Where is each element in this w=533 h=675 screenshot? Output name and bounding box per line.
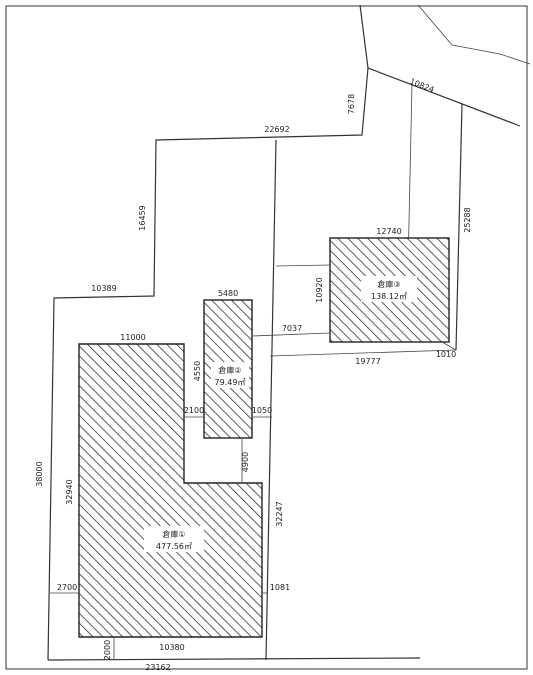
- warehouse-3-area: 138.12㎡: [371, 292, 407, 301]
- dim-10389: 10389: [91, 284, 116, 293]
- dim-7037: 7037: [282, 324, 302, 333]
- dim-12740: 12740: [376, 227, 401, 236]
- dim-2100: 2100: [184, 406, 204, 415]
- dim-2000: 2000: [103, 640, 112, 660]
- bottom-boundary: [47, 657, 421, 661]
- warehouse-3-name: 倉庫③: [377, 279, 400, 289]
- lot-line-right: [455, 103, 463, 351]
- dim-1010: 1010: [436, 350, 456, 359]
- lot-line-center: [265, 139, 277, 661]
- lot-line-upper: [275, 264, 331, 267]
- warehouse-2-name: 倉庫②: [218, 365, 241, 375]
- dim-10920: 10920: [315, 277, 324, 302]
- road-edge-top: [359, 4, 369, 69]
- warehouse-1-name: 倉庫①: [162, 529, 185, 539]
- dim-7678: 7678: [347, 94, 356, 114]
- dim-25288: 25288: [463, 207, 472, 232]
- dim-10824: 10824: [408, 77, 435, 95]
- dim-16459: 16459: [138, 205, 147, 230]
- warehouse-1-area: 477.56㎡: [156, 542, 192, 551]
- dim-5480: 5480: [218, 289, 238, 298]
- dim-32940: 32940: [65, 479, 74, 504]
- dim-1050: 1050: [252, 406, 272, 415]
- warehouse-2-label-box: [211, 362, 249, 388]
- dim-line-7037: [251, 332, 331, 337]
- drawing-frame: [5, 5, 528, 670]
- warehouse-3-label-box: [361, 276, 417, 302]
- lot-line-mid: [269, 349, 457, 357]
- dim-22692: 22692: [264, 125, 289, 134]
- dim-4550: 4550: [193, 361, 202, 381]
- dim-2700: 2700: [57, 583, 77, 592]
- warehouse-2-area: 79.49㎡: [215, 378, 246, 387]
- dim-38000: 38000: [35, 461, 44, 486]
- dim-10380: 10380: [159, 643, 184, 652]
- dim-line-1010: [441, 341, 457, 351]
- warehouse-1-outline: [78, 343, 263, 638]
- dim-11000: 11000: [120, 333, 145, 342]
- dim-1081: 1081: [270, 583, 290, 592]
- warehouse-1-label-box: [144, 526, 204, 552]
- dim-32247: 32247: [275, 501, 284, 526]
- road-curve: [417, 4, 531, 65]
- dim-23162: 23162: [145, 663, 170, 672]
- dim-19777: 19777: [355, 357, 380, 366]
- dim-4900: 4900: [241, 452, 250, 472]
